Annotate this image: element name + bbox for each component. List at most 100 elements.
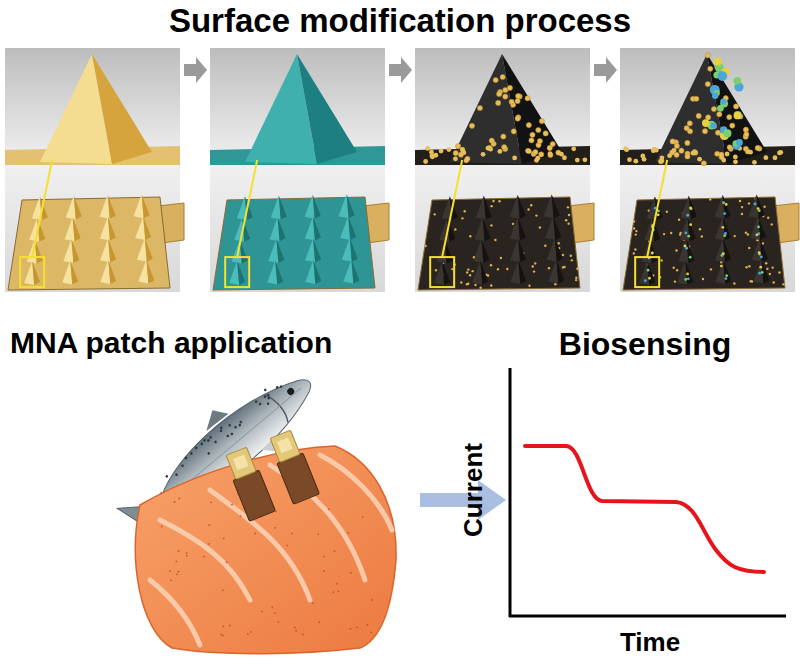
fillet-speck <box>317 533 319 535</box>
bioreceptor-dot <box>721 253 724 256</box>
gold-nanoparticle <box>719 152 724 157</box>
fillet-speck <box>170 579 172 581</box>
gold-nanoparticle <box>528 285 530 287</box>
bioreceptor-dot <box>685 247 688 250</box>
fillet-speck <box>177 571 179 573</box>
gold-nanoparticle <box>670 232 672 234</box>
gold-nanoparticle <box>633 159 638 164</box>
gold-nanoparticle <box>536 127 541 132</box>
gold-nanoparticle <box>730 123 735 128</box>
fish-spot <box>209 435 213 439</box>
fish-spot <box>189 452 193 456</box>
gold-nanoparticle <box>530 204 532 206</box>
gold-nanoparticle <box>533 149 538 154</box>
gold-nanoparticle <box>461 150 466 155</box>
y-axis <box>509 368 512 617</box>
gold-nanoparticle <box>481 152 486 157</box>
fish-spot <box>214 440 218 444</box>
gold-nanoparticle <box>500 257 502 259</box>
x-axis <box>509 615 786 618</box>
bioreceptor-dot <box>690 207 693 210</box>
gold-nanoparticle <box>490 284 492 286</box>
bioreceptor-dot <box>755 233 758 236</box>
bioreceptor-dot <box>648 277 651 280</box>
gold-nanoparticle <box>674 280 676 282</box>
surface-panel <box>210 48 389 292</box>
gold-nanoparticle <box>496 100 501 105</box>
microneedle <box>688 217 696 241</box>
fillet-speck <box>176 573 178 575</box>
gold-nanoparticle <box>675 249 677 251</box>
bioreceptor <box>736 139 743 146</box>
gold-nanoparticle <box>562 155 567 160</box>
gold-nanoparticle <box>548 152 553 157</box>
zoom-backdrop <box>620 48 795 165</box>
fillet-stripe <box>160 520 250 600</box>
gold-nanoparticle <box>469 123 474 128</box>
fish-spot <box>194 446 198 450</box>
microneedle <box>348 216 356 240</box>
gold-nanoparticle <box>469 274 471 276</box>
gold-nanoparticle <box>467 268 469 270</box>
fillet-speck <box>222 589 224 591</box>
gold-nanoparticle <box>515 116 520 121</box>
microneedle <box>689 196 697 220</box>
gold-nanoparticle <box>567 206 569 208</box>
section-heading: MNA patch application <box>10 326 332 361</box>
microneedle <box>553 216 561 240</box>
gold-nanoparticle <box>502 145 507 150</box>
fillet-speck <box>333 591 335 593</box>
gold-nanoparticle <box>576 267 578 269</box>
gold-nanoparticle <box>652 147 657 152</box>
microneedle-face <box>92 54 152 164</box>
fillet-speck <box>174 501 176 503</box>
fish-spot <box>175 473 179 477</box>
gold-nanoparticle <box>539 226 541 228</box>
gold-nanoparticle <box>562 254 564 256</box>
gold-nanoparticle <box>666 211 668 213</box>
fish-eye <box>286 387 296 397</box>
gold-nanoparticle <box>633 220 635 222</box>
fillet-speck <box>286 544 288 546</box>
microneedle <box>723 217 731 241</box>
gold-nanoparticle <box>451 268 453 270</box>
fish-spot <box>219 426 223 430</box>
fillet-speck <box>367 624 369 626</box>
axis-label: Current <box>459 443 489 537</box>
microneedle <box>108 260 116 284</box>
fillet-speck <box>161 526 163 528</box>
patch-backdrop <box>620 165 795 292</box>
fillet-speck <box>336 583 338 585</box>
microneedle-face <box>707 54 767 164</box>
gold-nanoparticle <box>733 154 738 159</box>
gold-nanoparticle <box>672 267 674 269</box>
microneedle <box>552 194 560 218</box>
bioreceptor <box>714 58 722 66</box>
gold-nanoparticle <box>567 222 569 224</box>
gold-nanoparticle <box>705 82 710 87</box>
fillet-speck <box>203 556 205 558</box>
gold-nanoparticle <box>525 96 530 101</box>
bioreceptor-dot <box>689 256 692 259</box>
fillet-speck <box>271 606 273 608</box>
fillet-speck <box>318 621 320 623</box>
fillet-speck <box>186 555 188 557</box>
gold-nanoparticle <box>453 156 458 161</box>
fillet-speck <box>350 628 352 630</box>
gold-nanoparticle <box>635 233 637 235</box>
gold-nanoparticle <box>490 205 492 207</box>
fillet-speck <box>186 552 188 554</box>
gold-nanoparticle <box>771 266 773 268</box>
gold-nanoparticle <box>575 279 577 281</box>
bioreceptor <box>723 129 731 137</box>
bioreceptor-dot <box>686 214 689 217</box>
fillet-stripe <box>320 455 392 530</box>
surface-panel <box>620 48 799 292</box>
microneedle <box>350 238 358 262</box>
gold-nanoparticle <box>745 266 747 268</box>
bioreceptor-dot <box>651 252 654 255</box>
fillet-speck <box>250 631 252 633</box>
bioreceptor-dot <box>758 272 761 275</box>
fillet-speck <box>169 570 171 572</box>
gold-nanoparticle <box>497 268 499 270</box>
